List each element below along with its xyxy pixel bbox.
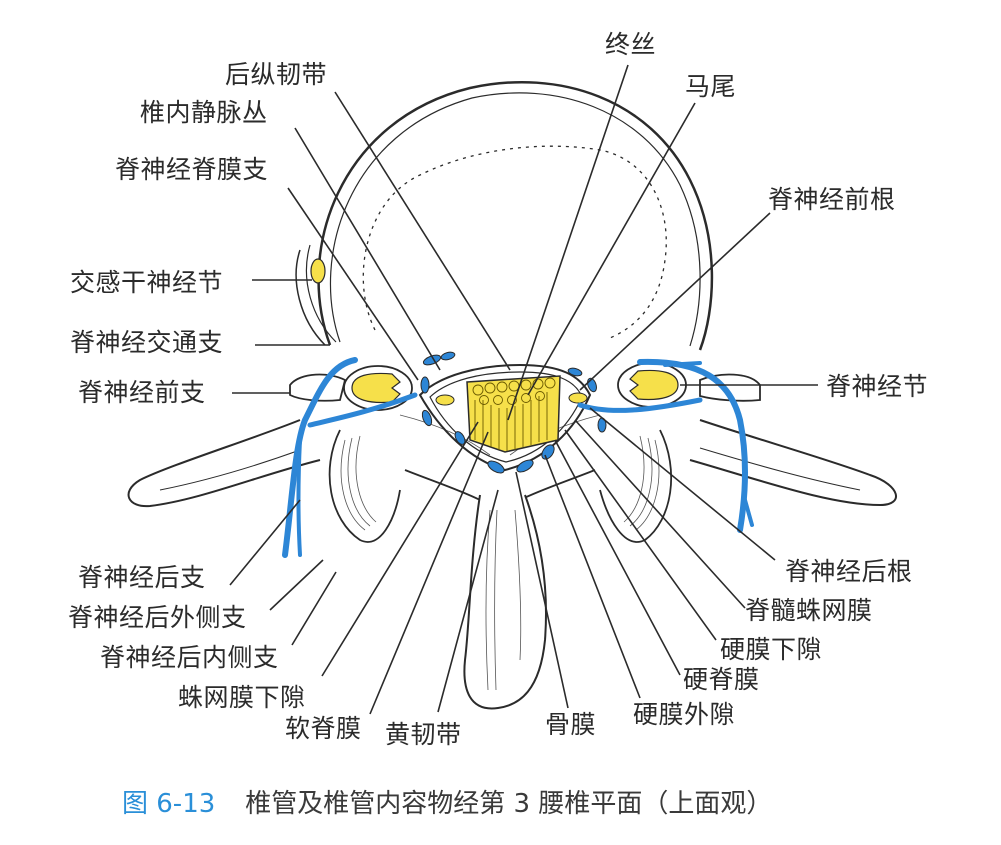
label-periosteum: 骨膜 bbox=[545, 710, 597, 739]
right-root-yellow bbox=[568, 392, 588, 404]
sympathetic-trunk bbox=[295, 244, 337, 346]
label-internal-vertebral-venous-plexus: 椎内静脉丛 bbox=[140, 98, 268, 127]
label-posterior-root: 脊神经后根 bbox=[785, 557, 913, 586]
label-anterior-ramus: 脊神经前支 bbox=[78, 378, 206, 407]
leader-line-ligamentum-flavum bbox=[437, 489, 499, 713]
leader-line-epidural-space bbox=[544, 454, 641, 699]
label-epidural-space: 硬膜外隙 bbox=[633, 700, 736, 729]
leader-line-meningeal-branch bbox=[287, 187, 419, 381]
label-gray-ramus-communicans: 脊神经交通支 bbox=[70, 328, 224, 357]
spinous-process bbox=[463, 494, 547, 710]
label-pia-mater: 软脊膜 bbox=[285, 714, 362, 743]
label-anterior-root: 脊神经前根 bbox=[768, 185, 896, 214]
label-posterior-medial-branch: 脊神经后内侧支 bbox=[100, 643, 279, 672]
label-subarachnoid-space: 蛛网膜下隙 bbox=[178, 683, 306, 712]
leader-line-subdural-space bbox=[564, 429, 717, 641]
figure-number: 图 6-13 bbox=[122, 789, 216, 819]
leader-line-posterior-root bbox=[589, 407, 776, 561]
leader-line-periosteum bbox=[515, 471, 569, 709]
leader-line-posterior-lateral-branch bbox=[269, 559, 324, 611]
leader-line-filum-terminale bbox=[507, 64, 629, 421]
leader-line-subarachnoid-space bbox=[321, 421, 479, 677]
epidural-veins bbox=[420, 351, 607, 474]
transverse-process-right bbox=[689, 419, 897, 507]
leader-line-posterior-longitudinal-ligament bbox=[334, 91, 511, 371]
vertebral-body bbox=[317, 80, 714, 351]
label-spinal-arachnoid: 脊髓蛛网膜 bbox=[745, 596, 873, 625]
leader-line-internal-vertebral-venous-plexus bbox=[294, 127, 441, 371]
label-ligamentum-flavum: 黄韧带 bbox=[385, 720, 462, 749]
label-sympathetic-ganglion: 交感干神经节 bbox=[70, 268, 224, 297]
blue-nerve-branches bbox=[282, 357, 754, 558]
leader-line-dura-mater bbox=[554, 439, 681, 676]
label-filum-terminale: 终丝 bbox=[605, 30, 657, 59]
label-subdural-space: 硬膜下隙 bbox=[720, 635, 823, 664]
label-cauda-equina: 马尾 bbox=[685, 72, 737, 101]
label-posterior-lateral-branch: 脊神经后外侧支 bbox=[68, 603, 247, 632]
cauda-equina-bundle bbox=[466, 375, 561, 453]
leader-line-cauda-equina bbox=[527, 102, 696, 396]
leader-line-pia-mater bbox=[369, 431, 489, 715]
left-root-yellow bbox=[435, 394, 455, 406]
leader-line-spinal-arachnoid bbox=[574, 419, 746, 609]
label-dura-mater: 硬脊膜 bbox=[683, 665, 760, 694]
label-spinal-ganglion: 脊神经节 bbox=[826, 372, 929, 401]
left-process-nub bbox=[289, 373, 347, 402]
arch-hatching bbox=[340, 414, 660, 531]
transverse-process-left bbox=[127, 419, 321, 508]
figure-title: 椎管及椎管内容物经第 3 腰椎平面（上面观） bbox=[245, 789, 773, 819]
leader-line-posterior-medial-branch bbox=[291, 571, 337, 646]
left-spinal-ganglion bbox=[343, 365, 413, 411]
figure-caption: 图 6-13 椎管及椎管内容物经第 3 腰椎平面（上面观） bbox=[122, 783, 772, 820]
label-meningeal-branch: 脊神经脊膜支 bbox=[115, 155, 269, 184]
leader-line-anterior-root bbox=[579, 212, 771, 391]
leader-line-posterior-ramus bbox=[229, 499, 301, 586]
label-posterior-longitudinal-ligament: 后纵韧带 bbox=[225, 60, 328, 89]
right-spinal-ganglion bbox=[617, 362, 687, 408]
label-posterior-ramus: 脊神经后支 bbox=[78, 563, 206, 592]
leader-lines bbox=[229, 64, 818, 715]
